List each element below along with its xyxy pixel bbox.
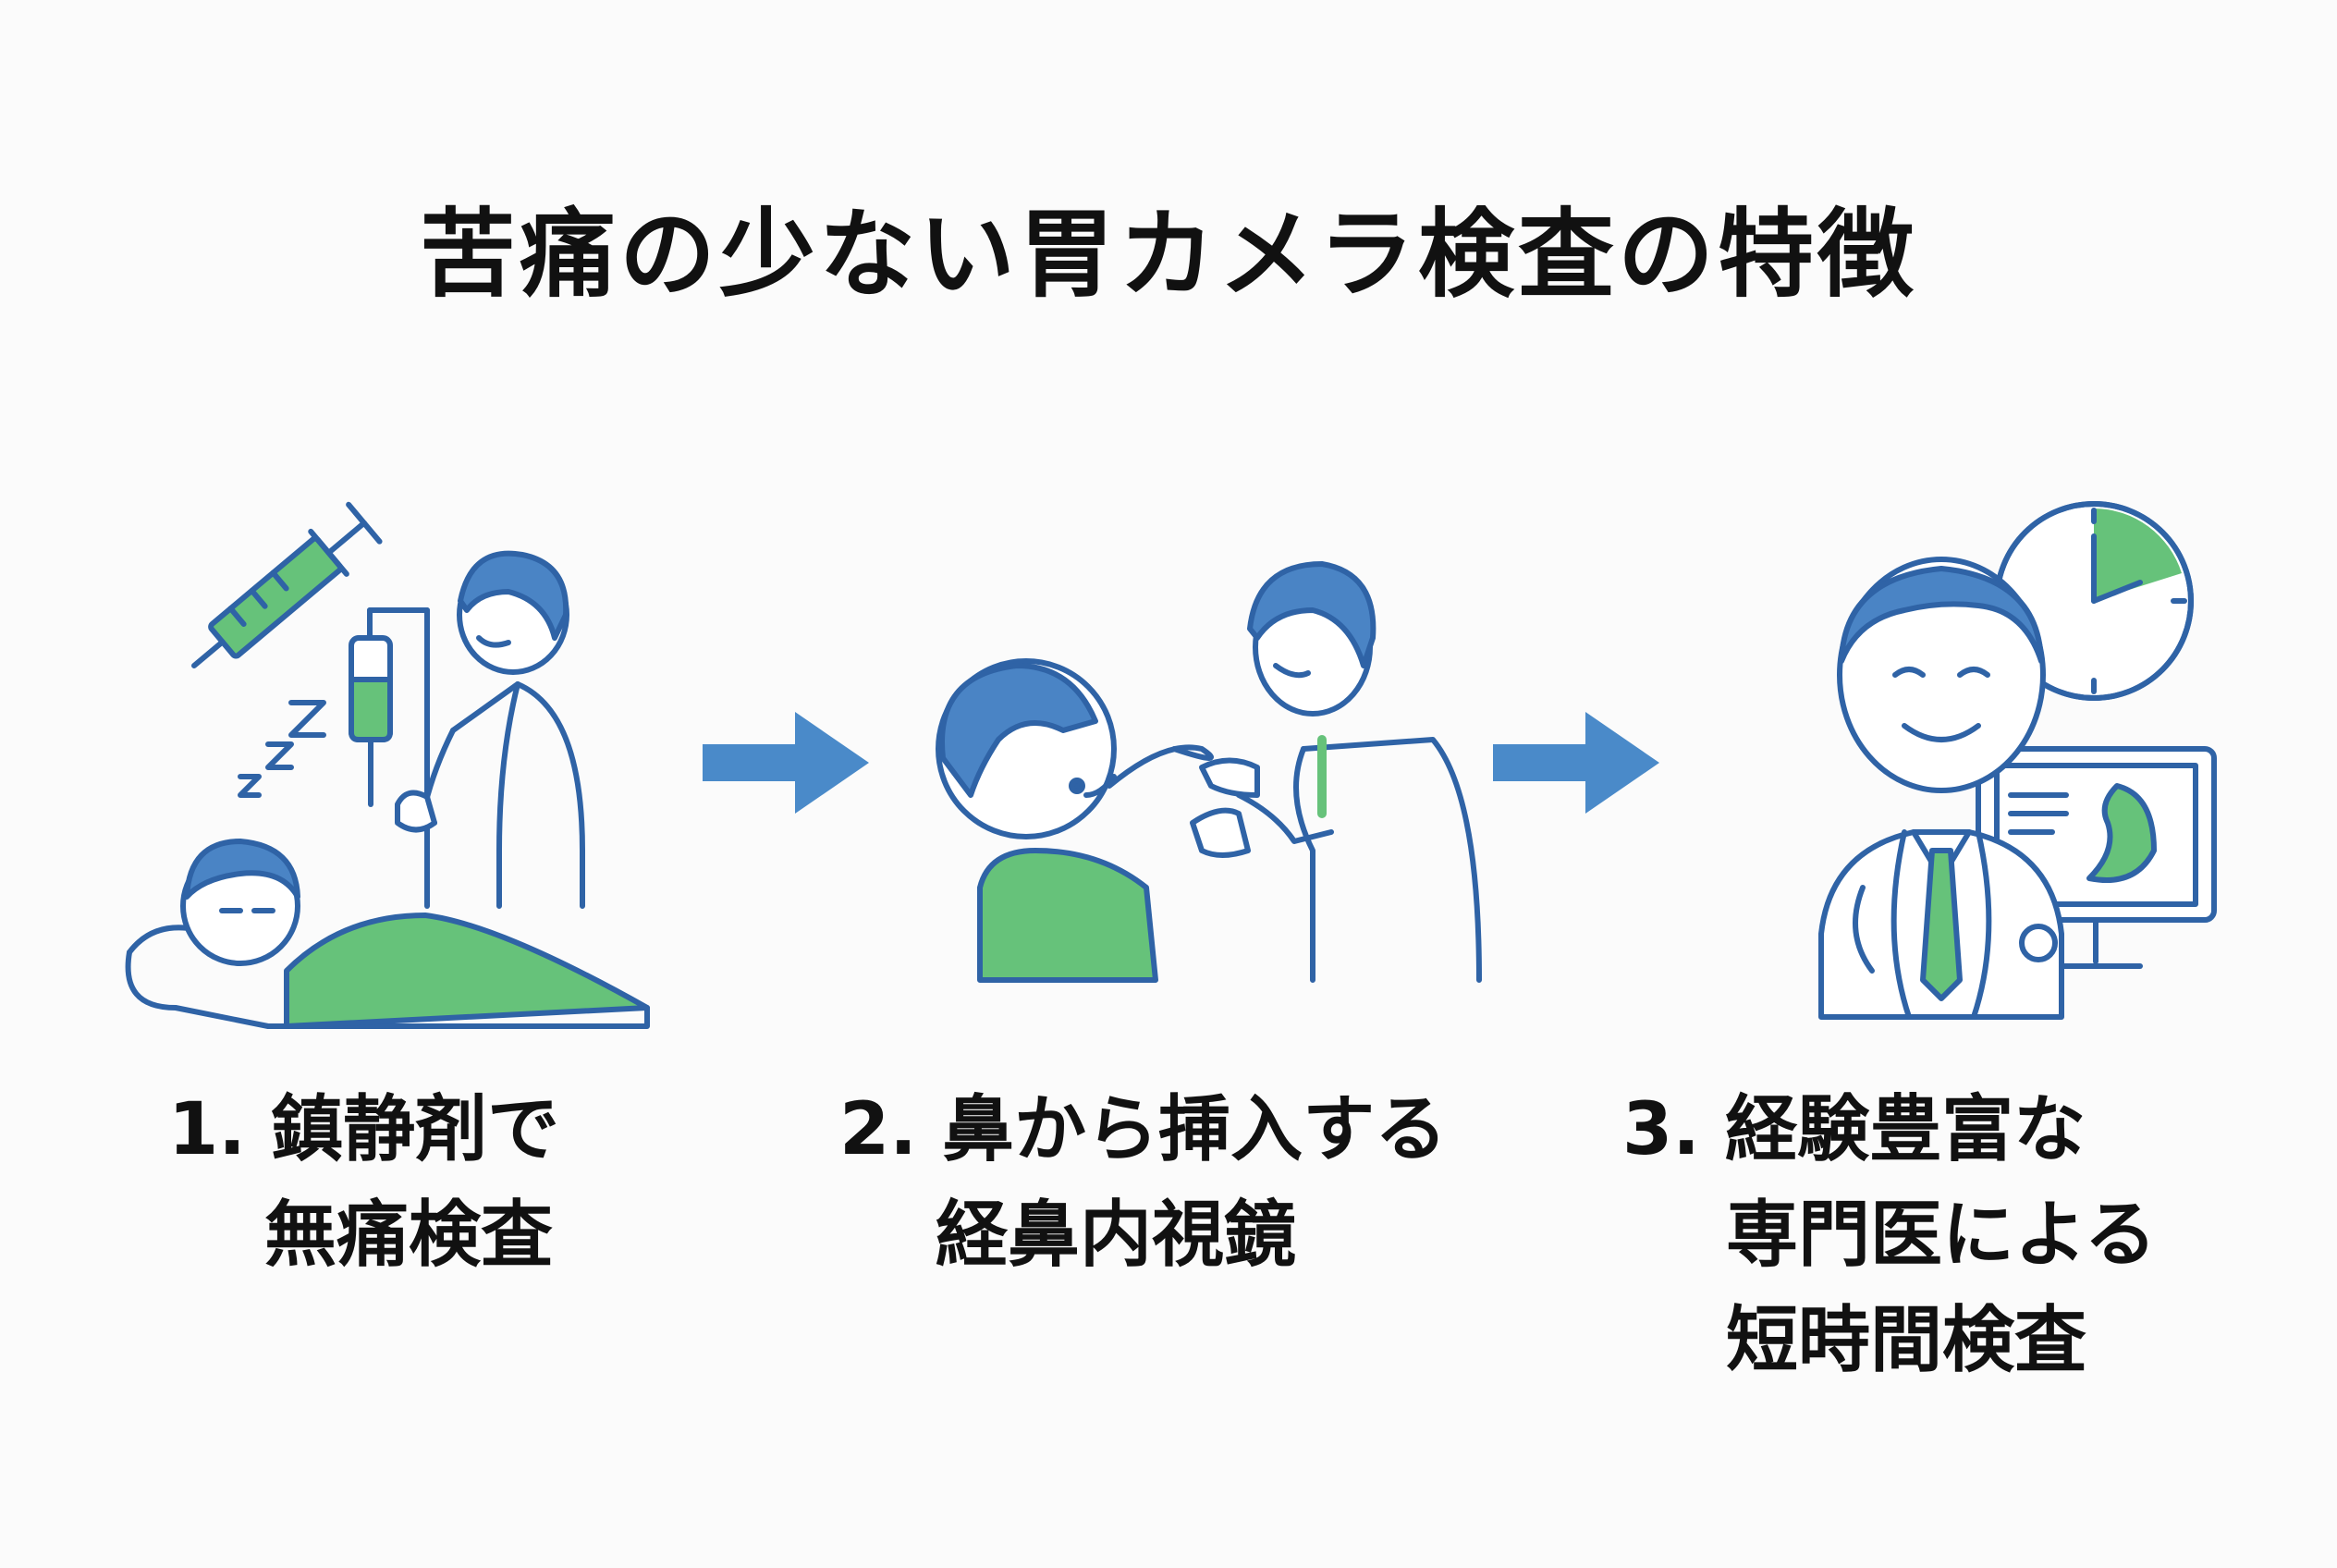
- step-number: 1.: [168, 1088, 246, 1171]
- step-text-line: 無痛検査: [264, 1194, 554, 1277]
- step-2-illustration: [936, 561, 1482, 983]
- step-number: 2.: [839, 1088, 917, 1171]
- step-number: 3.: [1622, 1088, 1700, 1171]
- sleep-zzz-icon: [238, 700, 326, 798]
- step-text-line: 経鼻内視鏡: [936, 1194, 1297, 1277]
- step-text-line: 経験豊富な: [1725, 1088, 2086, 1171]
- doctor-icon: [395, 550, 585, 909]
- iv-drip-icon: [349, 607, 430, 909]
- stomach-icon: [2086, 783, 2157, 883]
- step-text-line: 専門医による: [1726, 1194, 2157, 1277]
- doctor-icon: [1190, 561, 1482, 983]
- step-3-illustration: [1818, 501, 2217, 1020]
- arrow-right-icon: [703, 712, 869, 814]
- clock-icon: [1994, 501, 2194, 701]
- patient-icon: [936, 658, 1158, 983]
- step-3-caption: 3. 経験豊富な 専門医による 短時間検査: [1622, 1077, 2157, 1393]
- endoscope-icon: [1107, 744, 1214, 789]
- sleeping-patient-icon: [125, 839, 650, 1029]
- arrow-right-icon: [1493, 712, 1659, 814]
- step-text-line: 鎮静剤で: [271, 1088, 560, 1171]
- syringe-icon: [191, 501, 383, 668]
- step-1-caption: 1. 鎮静剤で 無痛検査: [168, 1077, 559, 1288]
- step-1-illustration: [125, 501, 650, 1029]
- step-text-line: 短時間検査: [1726, 1299, 2087, 1382]
- page-title: 苦痛の少ない胃カメラ検査の特徴: [419, 198, 1917, 311]
- specialist-doctor-icon: [1818, 557, 2064, 1020]
- step-2-caption: 2. 鼻から挿入する 経鼻内視鏡: [839, 1077, 1447, 1288]
- step-text-line: 鼻から挿入する: [942, 1088, 1448, 1171]
